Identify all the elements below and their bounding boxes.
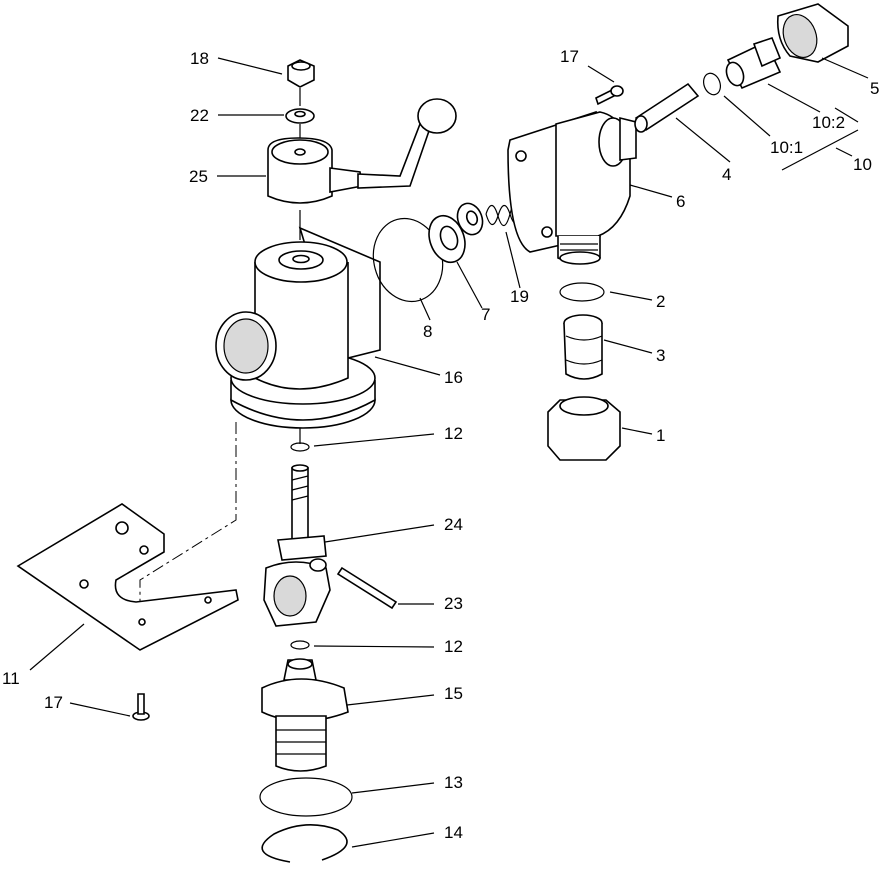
leader-lines (29, 57, 869, 848)
part-coupling (263, 558, 331, 627)
callout-3: 3 (656, 346, 665, 365)
callout-19: 19 (510, 287, 529, 306)
part-1-nut (547, 396, 621, 461)
part-5-cap-nut (776, 3, 849, 63)
part-25-handle (267, 98, 457, 204)
callout-17-lower: 17 (44, 693, 63, 712)
callout-10-1: 10:1 (770, 138, 803, 157)
part-10-2-fitting (725, 37, 782, 90)
callout-11: 11 (2, 669, 20, 688)
callout-2: 2 (656, 292, 665, 311)
part-17-screw-top (595, 85, 624, 106)
part-7-washer (428, 214, 466, 264)
part-13-o-ring (259, 777, 353, 817)
callout-18: 18 (190, 49, 209, 68)
callout-22: 22 (190, 106, 209, 125)
callout-23: 23 (444, 594, 463, 613)
callout-8: 8 (423, 322, 432, 341)
part-17-screw-lower (132, 693, 150, 721)
callout-17-top: 17 (560, 47, 579, 66)
callout-7: 7 (481, 305, 490, 324)
callout-1: 1 (656, 426, 665, 445)
part-15-body (261, 658, 349, 772)
part-22-washer (285, 108, 315, 124)
callout-6: 6 (676, 192, 685, 211)
callout-15: 15 (444, 684, 463, 703)
callout-12-upper: 12 (444, 424, 463, 443)
part-4-plunger (634, 82, 700, 133)
part-seat (456, 202, 484, 236)
part-12-ring-lower (290, 640, 310, 650)
callout-10: 10 (853, 155, 872, 174)
part-18-nut (287, 59, 315, 88)
callout-14: 14 (444, 823, 463, 842)
callout-labels: 18 22 25 17 5 10:2 10:1 10 4 6 2 3 1 19 … (2, 47, 879, 842)
part-2-o-ring (559, 282, 605, 302)
callout-13: 13 (444, 773, 463, 792)
callout-24: 24 (444, 515, 463, 534)
callout-12-lower: 12 (444, 637, 463, 656)
part-23-pin (336, 566, 398, 610)
callout-5: 5 (870, 79, 879, 98)
callout-16: 16 (444, 368, 463, 387)
part-11-bracket (16, 503, 239, 651)
part-14-snap-ring (261, 824, 348, 863)
part-6-housing (507, 110, 637, 265)
part-16-valve-body (215, 226, 381, 429)
callout-4: 4 (722, 165, 731, 184)
part-24-stem (277, 464, 327, 561)
callout-25: 25 (189, 167, 208, 186)
part-3-sleeve (563, 314, 603, 380)
part-12-ring-upper (290, 442, 310, 452)
part-10-1-o-ring (702, 72, 722, 96)
callout-10-2: 10:2 (812, 113, 845, 132)
